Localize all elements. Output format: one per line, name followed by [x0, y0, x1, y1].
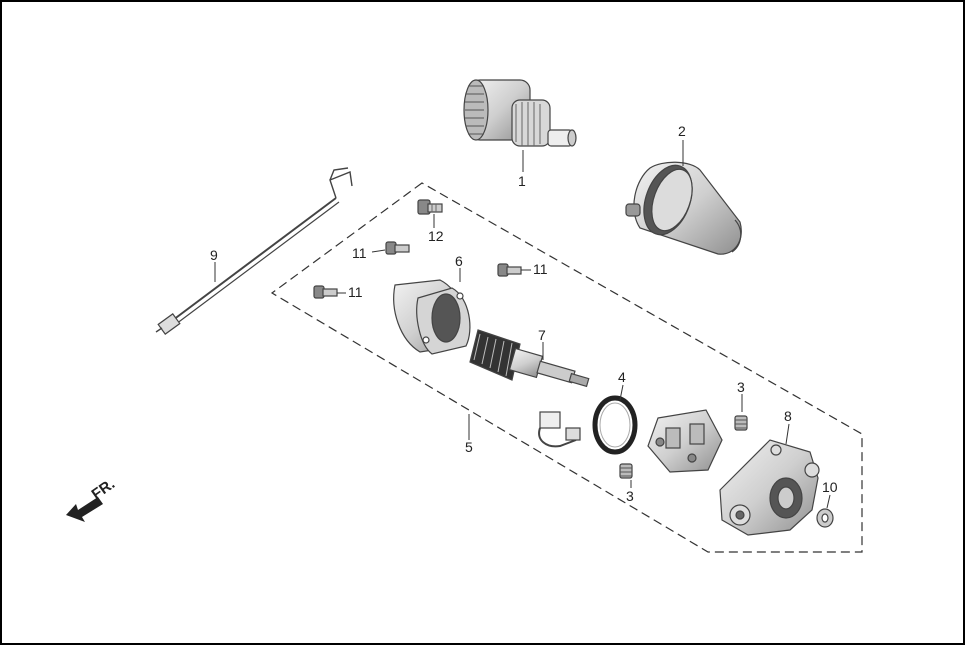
part-9-wire-cable: [155, 167, 353, 335]
part-10-washer: [816, 508, 834, 528]
part-6-front-housing: [393, 279, 471, 355]
front-direction-arrow-icon: [66, 497, 103, 522]
callout-12: 12: [428, 228, 444, 244]
part-7-armature: [469, 329, 590, 388]
part-11-bolt-c: [313, 285, 338, 299]
callout-4: 4: [618, 369, 626, 385]
part-11-bolt-a: [385, 241, 410, 255]
brush-holder: [538, 411, 581, 448]
part-3-spring-b: [619, 463, 633, 479]
callout-3-b: 3: [626, 488, 634, 504]
part-4-o-ring: [592, 395, 638, 455]
brush-plate: [647, 409, 723, 473]
callout-2: 2: [678, 123, 686, 139]
callout-9: 9: [210, 247, 218, 263]
part-12-bolt: [417, 199, 443, 215]
part-2-cover-cap: [625, 161, 742, 255]
callout-11-a: 11: [352, 245, 367, 261]
callout-8: 8: [784, 408, 792, 424]
assembly-boundary: [270, 182, 863, 553]
part-8-rear-housing: [719, 439, 820, 536]
callout-10: 10: [822, 479, 838, 495]
callout-6: 6: [455, 253, 463, 269]
callout-3-a: 3: [737, 379, 745, 395]
part-3-spring-a: [734, 415, 748, 431]
callout-5: 5: [465, 439, 473, 455]
front-direction-label: FR.: [89, 475, 119, 503]
part-11-bolt-b: [497, 263, 522, 277]
callout-11-b: 11: [533, 261, 548, 277]
callout-1: 1: [518, 173, 526, 189]
part-1-starter-gear: [463, 79, 577, 147]
callout-11-c: 11: [348, 284, 363, 300]
callout-7: 7: [538, 327, 546, 343]
